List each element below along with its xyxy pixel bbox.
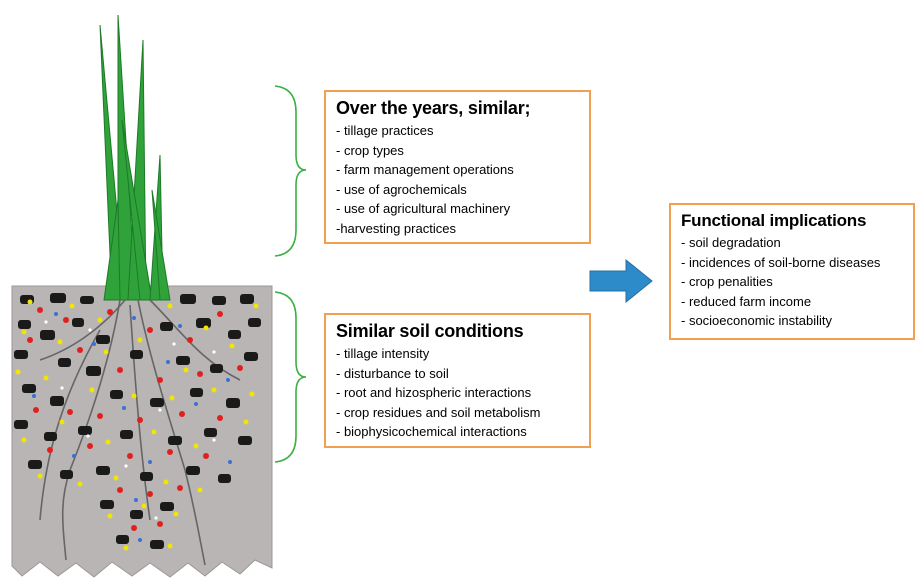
list-item: - tillage intensity — [336, 346, 430, 361]
soil-block — [11, 285, 273, 578]
list-item: - root and hizospheric interactions — [336, 385, 532, 400]
list-item: - crop penalities — [681, 274, 773, 289]
grass-icon — [99, 14, 171, 301]
list-item: - tillage practices — [336, 123, 434, 138]
functional-implications-list: - soil degradation - incidences of soil-… — [681, 233, 903, 331]
list-item: - biophysicochemical interactions — [336, 424, 527, 439]
list-item: - use of agrochemicals — [336, 181, 467, 197]
roots — [39, 299, 241, 566]
list-item: - reduced farm income — [681, 293, 812, 309]
list-item: -harvesting practices — [336, 220, 456, 236]
soil-aggregates — [14, 293, 261, 551]
functional-implications-box: Functional implications - soil degradati… — [669, 203, 915, 340]
practices-list: - tillage practices - crop types - farm … — [336, 121, 579, 238]
list-item: - crop types — [336, 142, 404, 158]
list-item: - crop residues and soil metabolism — [336, 404, 541, 420]
list-item: - incidences of soil-borne diseases — [681, 254, 881, 270]
arrow-right-icon — [589, 258, 653, 304]
practices-title: Over the years, similar; — [336, 98, 531, 118]
list-item: - socioeconomic instability — [681, 313, 833, 328]
soil-conditions-box: Similar soil conditions - tillage intens… — [324, 313, 591, 448]
brace-upper — [274, 85, 307, 257]
soil-conditions-title: Similar soil conditions — [336, 321, 524, 341]
list-item: - use of agricultural machinery — [336, 201, 511, 216]
list-item: - disturbance to soil — [336, 365, 449, 381]
functional-implications-title: Functional implications — [681, 211, 867, 230]
practices-box: Over the years, similar; - tillage pract… — [324, 90, 591, 244]
brace-lower — [274, 291, 307, 463]
soil-conditions-list: - tillage intensity - disturbance to soi… — [336, 344, 579, 442]
list-item: - farm management operations — [336, 162, 514, 177]
list-item: - soil degradation — [681, 235, 781, 250]
